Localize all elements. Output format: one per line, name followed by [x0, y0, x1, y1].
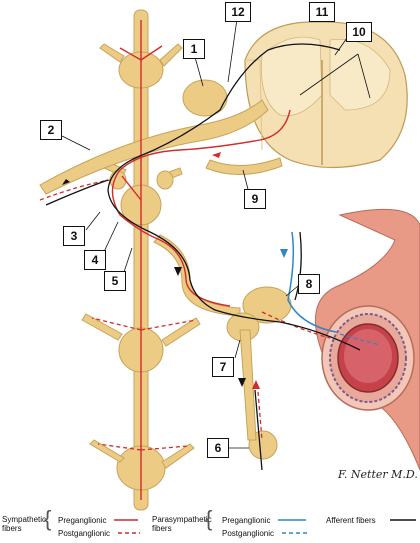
- legend-sym-pre-label: Preganglionic: [58, 516, 107, 525]
- legend-brace-sympathetic: {: [44, 506, 52, 531]
- parasympathetic-postganglionic-fibers: [339, 333, 381, 346]
- legend-sym-post-label: Postganglionic: [58, 529, 111, 538]
- label-7: 7: [212, 357, 234, 377]
- label-1: 1: [183, 39, 205, 59]
- label-6: 6: [207, 438, 229, 458]
- artist-signature: F. Netter M.D.: [338, 468, 418, 481]
- label-12: 12: [225, 2, 251, 22]
- spinal-nerve: [39, 79, 292, 460]
- label-11: 11: [309, 2, 335, 22]
- afferent-fibers: [45, 43, 361, 471]
- label-8: 8: [298, 274, 320, 294]
- sympathetic-trunk: [81, 9, 201, 511]
- label-4: 4: [84, 250, 106, 270]
- label-5: 5: [104, 271, 126, 291]
- legend-para-pre-label: Preganglionic: [222, 516, 271, 525]
- legend-afferent-label: Afferent fibers: [326, 516, 376, 525]
- spinal-cord: [244, 21, 408, 169]
- label-leader-lines: [61, 18, 371, 449]
- label-3: 3: [63, 226, 85, 246]
- legend-brace-parasympathetic: {: [205, 506, 213, 531]
- sympathetic-preganglionic-fibers: [111, 20, 291, 500]
- intestine: [314, 208, 420, 471]
- label-10: 10: [346, 22, 372, 42]
- direction-arrows: [62, 152, 288, 389]
- legend-parasympathetic-title: Parasympathetic fibers: [152, 515, 212, 533]
- label-2: 2: [40, 120, 62, 140]
- legend-sympathetic-title: Sympathetic fibers: [2, 515, 47, 533]
- label-9: 9: [244, 189, 266, 209]
- legend-para-post-label: Postganglionic: [222, 529, 275, 538]
- parasympathetic-fibers: [287, 231, 337, 333]
